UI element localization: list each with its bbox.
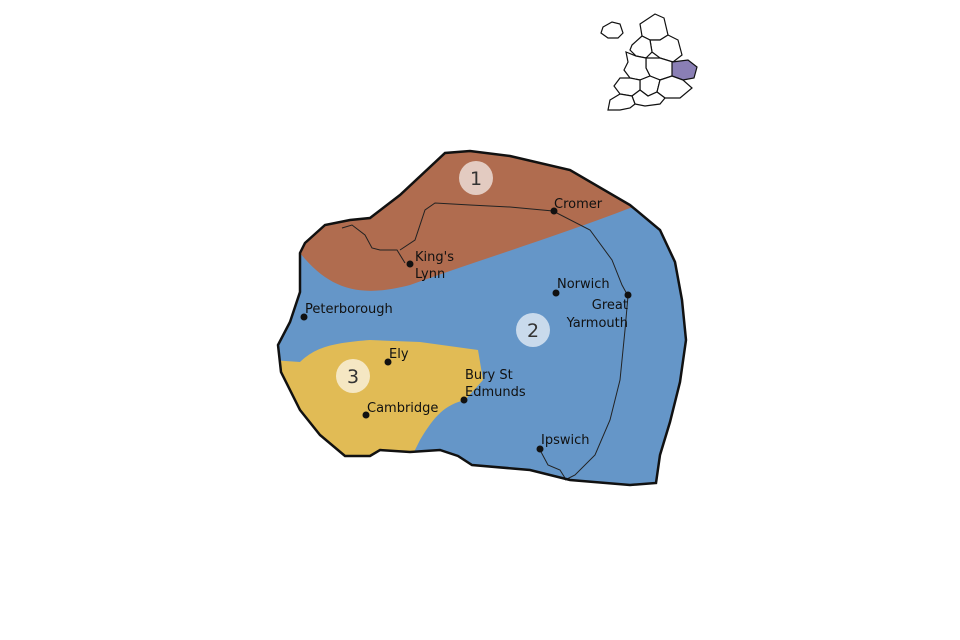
city-bury-st-edmunds: Bury St Edmunds	[460, 368, 526, 404]
zone-2-badge: 2	[516, 313, 550, 347]
city-label: King's	[415, 250, 454, 265]
city-label: Peterborough	[305, 302, 393, 317]
zone-3-label: 3	[347, 366, 359, 388]
city-norwich: Norwich	[552, 277, 610, 297]
zone-1-label: 1	[470, 168, 482, 190]
city-label: Ipswich	[541, 433, 590, 448]
zone-1-badge: 1	[459, 161, 493, 195]
city-label: Yarmouth	[566, 316, 628, 331]
map-outline	[276, 149, 688, 487]
city-label: Bury St	[465, 368, 513, 383]
inset-locator-map	[600, 13, 698, 111]
city-ipswich: Ipswich	[536, 433, 590, 453]
zone-3-badge: 3	[336, 359, 370, 393]
city-cambridge: Cambridge	[362, 401, 438, 419]
zone-2-label: 2	[527, 320, 539, 342]
coastline	[341, 202, 629, 481]
city-peterborough: Peterborough	[300, 302, 393, 321]
city-cromer: Cromer	[550, 197, 603, 215]
city-label: Great	[592, 298, 628, 313]
city-label: Norwich	[557, 277, 610, 292]
city-label: Ely	[389, 347, 409, 362]
city-label: Edmunds	[465, 385, 526, 400]
city-ely: Ely	[384, 347, 409, 366]
city-label: Cromer	[554, 197, 603, 212]
city-kings-lynn: King's Lynn	[406, 250, 454, 282]
city-label: Lynn	[415, 267, 445, 282]
city-great-yarmouth: Great Yarmouth	[566, 291, 632, 331]
city-label: Cambridge	[367, 401, 438, 416]
